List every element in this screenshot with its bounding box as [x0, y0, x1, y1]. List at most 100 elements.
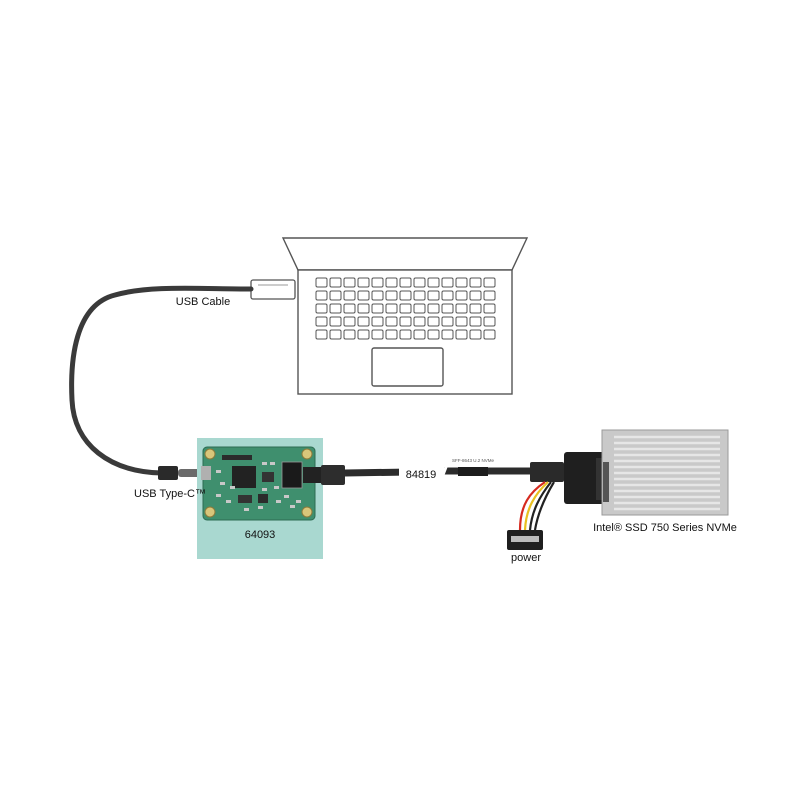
smd-part	[274, 486, 279, 489]
usb-cable	[69, 285, 254, 476]
smd-part	[284, 495, 289, 498]
keyboard-key	[455, 329, 468, 340]
keyboard-key	[329, 277, 342, 288]
smd-part	[262, 462, 267, 465]
cable-print-label: SFF-8643 U.2 NVMe	[452, 458, 495, 463]
keyboard-key	[455, 277, 468, 288]
smd-part	[290, 505, 295, 508]
power-wires	[518, 481, 555, 531]
keyboard-key	[357, 329, 370, 340]
keyboard-key	[315, 329, 328, 340]
laptop-touchpad	[371, 347, 444, 387]
usb-a-plug	[250, 279, 296, 300]
keyboard-key	[441, 290, 454, 301]
keyboard-key	[315, 277, 328, 288]
keyboard-key	[357, 277, 370, 288]
keyboard-key	[427, 290, 440, 301]
keyboard-key	[483, 329, 496, 340]
keyboard-key	[329, 290, 342, 301]
keyboard-key	[483, 277, 496, 288]
keyboard-key	[315, 316, 328, 327]
sff8643-port	[281, 461, 303, 489]
keyboard-key	[483, 303, 496, 314]
keyboard-key	[385, 303, 398, 314]
keyboard-key	[399, 329, 412, 340]
usb-type-c-label: USB Type-C™	[134, 488, 206, 500]
chip	[258, 494, 268, 503]
keyboard-key	[399, 316, 412, 327]
chip	[262, 472, 274, 482]
keyboard-key	[385, 290, 398, 301]
keyboard-key	[399, 277, 412, 288]
keyboard-key	[483, 290, 496, 301]
smd-part	[216, 494, 221, 497]
keyboard-key	[441, 329, 454, 340]
keyboard-key	[469, 316, 482, 327]
adapter-board-64093	[197, 438, 323, 559]
keyboard-key	[343, 290, 356, 301]
smd-part	[226, 500, 231, 503]
smd-components	[216, 462, 301, 511]
keyboard-key	[343, 316, 356, 327]
sata-power-plug	[507, 530, 543, 550]
keyboard-key	[427, 316, 440, 327]
keyboard-key	[329, 329, 342, 340]
keyboard-key	[371, 329, 384, 340]
keyboard-key	[469, 277, 482, 288]
keyboard-key	[413, 316, 426, 327]
keyboard-key	[385, 329, 398, 340]
power-label: power	[511, 552, 541, 564]
keyboard-key	[469, 329, 482, 340]
keyboard-key	[357, 290, 370, 301]
keyboard-key	[343, 329, 356, 340]
keyboard-key	[413, 329, 426, 340]
smd-part	[244, 508, 249, 511]
keyboard-key	[441, 316, 454, 327]
keyboard-key	[469, 290, 482, 301]
board-id-label: 64093	[245, 529, 276, 541]
smd-part	[270, 462, 275, 465]
keyboard-key	[371, 303, 384, 314]
keyboard-key	[399, 290, 412, 301]
usb-cable-label: USB Cable	[176, 296, 230, 308]
mount-hole	[204, 448, 216, 460]
keyboard-key	[329, 303, 342, 314]
keyboard-key	[427, 277, 440, 288]
keyboard-key	[455, 316, 468, 327]
smd-part	[262, 488, 267, 491]
keyboard-key	[385, 277, 398, 288]
keyboard-key	[413, 303, 426, 314]
keyboard-key	[357, 316, 370, 327]
usb-c-plug	[158, 466, 200, 480]
mount-hole	[301, 448, 313, 460]
keyboard-key	[413, 290, 426, 301]
smd-part	[216, 470, 221, 473]
u2-connector	[564, 452, 608, 504]
laptop-lid	[281, 237, 529, 271]
keyboard-key	[357, 303, 370, 314]
mount-hole	[301, 506, 313, 518]
keyboard-key	[371, 316, 384, 327]
intel-ssd-750	[601, 429, 729, 516]
keyboard-key	[329, 316, 342, 327]
keyboard-key	[441, 277, 454, 288]
keyboard-key	[385, 316, 398, 327]
smd-part	[258, 506, 263, 509]
keyboard-key	[483, 316, 496, 327]
usb-c-port	[201, 466, 211, 480]
keyboard-key	[455, 303, 468, 314]
keyboard-key	[343, 277, 356, 288]
smd-part	[230, 486, 235, 489]
keyboard-key	[427, 303, 440, 314]
keyboard-key	[371, 290, 384, 301]
keyboard-key	[413, 277, 426, 288]
keyboard-key	[371, 277, 384, 288]
controller-chip	[232, 466, 256, 488]
smd-part	[296, 500, 301, 503]
chip	[222, 455, 252, 460]
keyboard-key	[427, 329, 440, 340]
laptop-illustration	[281, 237, 529, 395]
ssd-heatsink-fins	[614, 435, 720, 511]
ssd-name-label: Intel® SSD 750 Series NVMe	[593, 522, 737, 534]
